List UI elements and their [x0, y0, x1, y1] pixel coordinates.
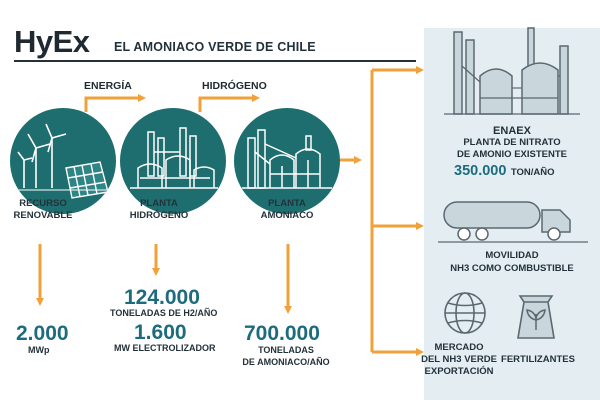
energia-label: ENERGÍA — [84, 80, 132, 92]
movilidad-title: MOVILIDAD — [485, 250, 539, 261]
fertilizantes-label: FERTILIZANTES — [501, 354, 575, 365]
stage-label-renovable: RECURSO RENOVABLE — [8, 198, 78, 222]
nh3-tonnage-unit: TONELADAS DE AMONIACO/AÑO — [242, 345, 330, 367]
energia-arrow — [84, 94, 146, 112]
nh3-tonnage-value: 700.000 — [244, 322, 320, 345]
stage-label-amoniaco: PLANTA AMONIACO — [252, 198, 322, 222]
enaex-desc: PLANTA DE NITRATO DE AMONIO EXISTENTE — [457, 137, 567, 161]
renovable-value: 2.000 — [16, 322, 69, 345]
enaex-value: 350.000 — [454, 163, 507, 179]
ammonia-circle — [234, 108, 340, 214]
page-title: EL AMONIACO VERDE DE CHILE — [114, 40, 316, 54]
stage-label-renovable-text: RECURSO RENOVABLE — [13, 198, 73, 221]
h2-tonnage-value: 124.000 — [124, 286, 200, 309]
enaex-name: ENAEX — [493, 125, 531, 137]
factory-icon — [444, 27, 580, 115]
electrolyzer-value: 1.600 — [134, 321, 187, 344]
mercado-desc: DEL NH3 VERDE — [421, 354, 497, 365]
hydrogen-circle — [120, 108, 226, 214]
mercado-export: EXPORTACIÓN — [424, 366, 494, 377]
h2-tonnage-unit: TONELADAS DE H2/AÑO — [110, 308, 218, 318]
hidrogeno-arrow — [198, 94, 260, 112]
hidrogeno-label: HIDRÓGENO — [202, 80, 267, 92]
header-divider — [14, 60, 416, 62]
hydrogen-plant-icon — [130, 127, 218, 189]
stage-label-amoniaco-text: PLANTA AMONIACO — [260, 198, 314, 221]
tanker-truck-icon — [438, 201, 588, 243]
globe-icon — [444, 292, 486, 334]
brand-logo: HyEx — [14, 24, 90, 59]
wind-solar-icon — [10, 123, 116, 199]
renewable-circle — [10, 108, 116, 214]
stage-label-hidrogeno-text: PLANTA HIDRÓGENO — [129, 198, 189, 221]
ammonia-plant-icon — [242, 129, 332, 189]
fertilizer-bag-icon — [517, 295, 555, 339]
stage-label-hidrogeno: PLANTA HIDRÓGENO — [124, 198, 194, 222]
renovable-unit: MWp — [28, 345, 50, 355]
enaex-capacity: 350.000 TON/AÑO — [454, 162, 584, 180]
electrolyzer-unit: MW ELECTROLIZADOR — [114, 343, 216, 353]
mercado-title: MERCADO — [434, 342, 484, 353]
enaex-unit: TON/AÑO — [510, 167, 555, 178]
movilidad-desc: NH3 COMO COMBUSTIBLE — [450, 263, 574, 274]
